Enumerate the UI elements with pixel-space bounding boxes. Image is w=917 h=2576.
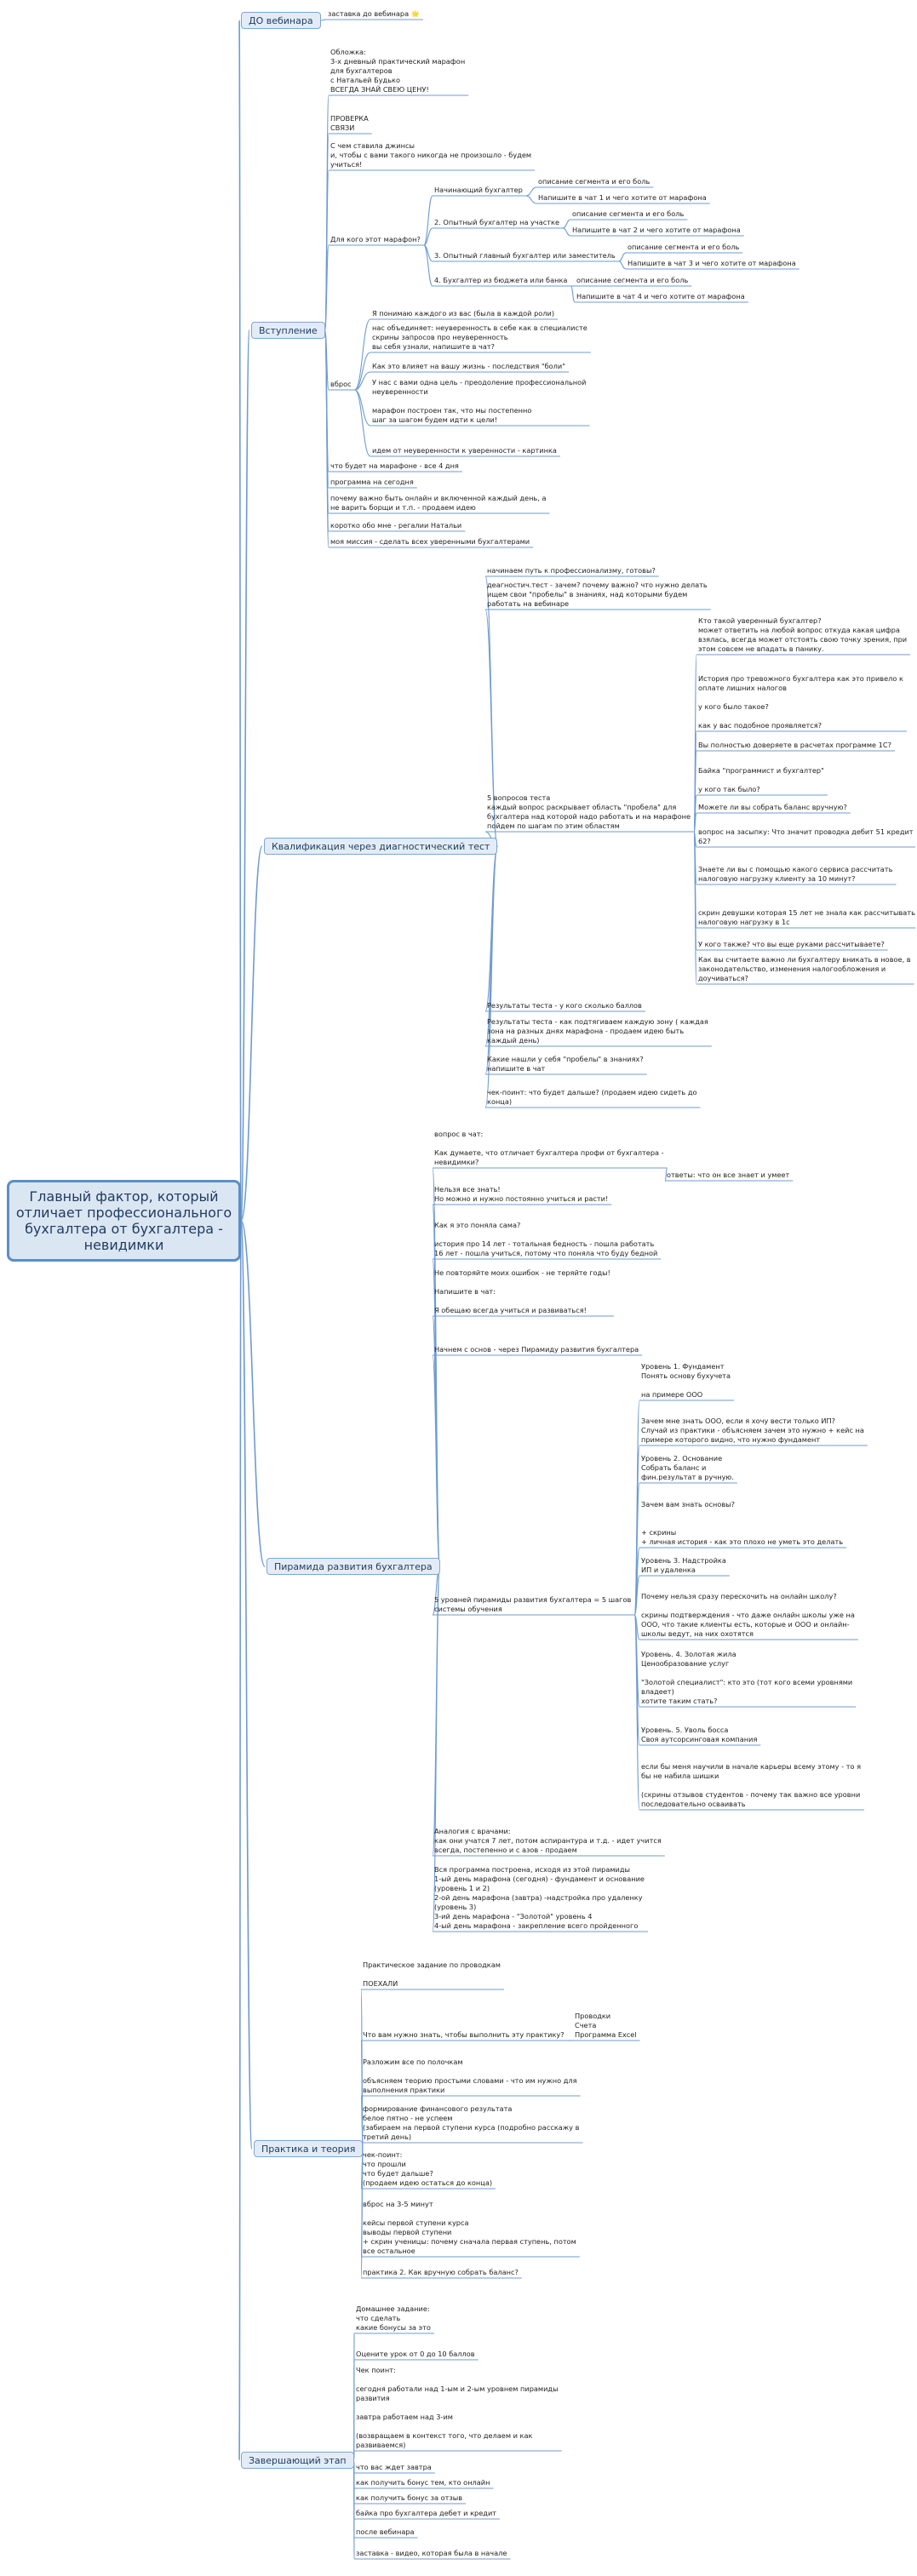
node-segment-2[interactable]: описание сегмента и его боль bbox=[572, 209, 685, 218]
node-chat-3[interactable]: Напишите в чат 3 и чего хотите от марафо… bbox=[628, 259, 796, 267]
node-skrin-devushki[interactable]: скрин девушки которая 15 лет не знала ка… bbox=[698, 908, 915, 926]
node-bonus-otzyv[interactable]: как получить бонус за отзыв bbox=[356, 2493, 463, 2502]
node-byudzhet[interactable]: 4. Бухгалтер из бюджета или банка bbox=[434, 276, 568, 284]
node-otvety[interactable]: ответы: что он все знает и умеет bbox=[667, 1171, 790, 1179]
node-prakt-zadanie[interactable]: Практическое задание по проводкам ПОЕХАЛ… bbox=[363, 1961, 501, 1988]
node-dlya-kogo[interactable]: Для кого этот марафон? bbox=[330, 235, 421, 243]
node-uroven-1[interactable]: Уровень 1. Фундамент Понять основу бухуч… bbox=[641, 1362, 731, 1399]
node-probely[interactable]: Какие нашли у себя "пробелы" в знаниях? … bbox=[487, 1055, 644, 1073]
branch-vstuplenie[interactable]: Вступление bbox=[251, 322, 325, 339]
node-onlayn[interactable]: почему важно быть онлайн и включенной ка… bbox=[330, 494, 547, 512]
node-razlozhim[interactable]: Разложим все по полочкам объясняем теори… bbox=[363, 2058, 577, 2094]
node-praktika-2[interactable]: практика 2. Как вручную собрать баланс? bbox=[363, 2268, 519, 2276]
node-rezultaty-bally[interactable]: Результаты теста - у кого сколько баллов bbox=[487, 1001, 642, 1010]
node-5-urovney[interactable]: 5 уровней пирамиды развития бухгалтера =… bbox=[434, 1595, 632, 1613]
node-5-voprosov[interactable]: 5 вопросов теста каждый вопрос раскрывае… bbox=[487, 793, 691, 830]
node-chto-nuzhno[interactable]: Что вам нужно знать, чтобы выполнить эту… bbox=[363, 2030, 565, 2039]
node-programma[interactable]: программа на сегодня bbox=[330, 478, 414, 486]
node-ne-povtoryayte[interactable]: Не повторяйте моих ошибок - не теряйте г… bbox=[434, 1268, 610, 1314]
branch-praktika[interactable]: Практика и теория bbox=[254, 2140, 364, 2157]
node-bayka-debet[interactable]: байка про бухгалтера дебет и кредит bbox=[356, 2509, 497, 2517]
node-segment-1[interactable]: описание сегмента и его боль bbox=[538, 177, 650, 186]
node-zastavka-video[interactable]: заставка - видео, которая была в начале bbox=[356, 2549, 507, 2557]
node-analogiya[interactable]: Аналогия с врачами: как они учатся 7 лет… bbox=[434, 1827, 662, 1854]
node-vbros[interactable]: вброс bbox=[330, 380, 352, 388]
node-bonus-onlayn[interactable]: как получить бонус тем, кто онлайн bbox=[356, 2478, 490, 2487]
node-kartinka[interactable]: идем от неуверенности к уверенности - ка… bbox=[372, 446, 557, 455]
node-uroven-4[interactable]: Уровень. 4. Золотая жила Ценообразование… bbox=[641, 1650, 853, 1705]
node-nelzya-znat[interactable]: Нельзя все знать! Но можно и нужно посто… bbox=[434, 1185, 609, 1203]
node-dzhinsy[interactable]: С чем ставила джинсы и, чтобы с вами так… bbox=[330, 141, 532, 169]
root-topic[interactable]: Главный фактор, который отличает професс… bbox=[7, 1180, 241, 1262]
node-posle-vebinara[interactable]: после вебинара bbox=[356, 2527, 415, 2536]
branch-do-webinara[interactable]: ДО вебинара bbox=[241, 12, 321, 29]
node-trevozhnyy[interactable]: История про тревожного бухгалтера как эт… bbox=[698, 674, 903, 730]
node-uroven-2[interactable]: Уровень 2. Основание Собрать баланс и фи… bbox=[641, 1454, 734, 1481]
node-obo-mne[interactable]: коротко обо мне - регалии Натальи bbox=[330, 521, 462, 530]
node-esli-by[interactable]: если бы меня научили в начале карьеры вс… bbox=[641, 1762, 861, 1808]
branch-piramida[interactable]: Пирамида развития бухгалтера bbox=[267, 1558, 440, 1575]
node-chat-4[interactable]: Напишите в чат 4 и чего хотите от марафо… bbox=[576, 292, 745, 301]
node-rezultaty-zony[interactable]: Результаты теста - как подтягиваем кажду… bbox=[487, 1017, 708, 1045]
node-vliyanie[interactable]: Как это влияет на вашу жизнь - последств… bbox=[372, 362, 565, 370]
node-pochemu-nelzya[interactable]: Почему нельзя сразу перескочить на онлай… bbox=[641, 1592, 855, 1638]
node-vnikat[interactable]: Как вы считаете важно ли бухгалтеру вник… bbox=[698, 955, 911, 982]
node-chat-1[interactable]: Напишите в чат 1 и чего хотите от марафо… bbox=[538, 193, 707, 202]
node-glavnyy[interactable]: 3. Опытный главный бухгалтер или замести… bbox=[434, 251, 616, 260]
node-provodka[interactable]: вопрос на засыпку: Что значит проводка д… bbox=[698, 827, 914, 845]
node-proverka[interactable]: ПРОВЕРКА СВЯЗИ bbox=[330, 114, 369, 132]
node-chek-point-1[interactable]: чек-поинт: что будет дальше? (продаем ид… bbox=[487, 1088, 697, 1106]
node-zavtra[interactable]: что вас ждет завтра bbox=[356, 2463, 432, 2471]
node-u-kogo-takzhe[interactable]: У кого также? что вы еще руками рассчиты… bbox=[698, 940, 885, 948]
node-domashnee[interactable]: Домашнее задание: что сделать какие бону… bbox=[356, 2304, 431, 2332]
node-obedinyaet[interactable]: нас объединяет: неуверенность в себе как… bbox=[372, 323, 587, 351]
node-diag-test[interactable]: деагностич.тест - зачем? почему важно? ч… bbox=[487, 581, 708, 608]
node-nachinaem[interactable]: начинаем путь к профессионализму, готовы… bbox=[487, 566, 656, 575]
node-zachem-osnovy[interactable]: Зачем вам знать основы? + скрины + лична… bbox=[641, 1500, 844, 1546]
node-nachnem-s-osnov[interactable]: Начнем с основ - через Пирамиду развития… bbox=[434, 1345, 639, 1354]
node-missiya[interactable]: моя миссия - сделать всех уверенными бух… bbox=[330, 537, 530, 546]
node-zachem-ooo[interactable]: Зачем мне знать ООО, если я хочу вести т… bbox=[641, 1417, 864, 1444]
node-uverennyy[interactable]: Кто такой уверенный бухгалтер? может отв… bbox=[698, 616, 908, 653]
node-vopros-v-chat[interactable]: вопрос в чат: Как думаете, что отличает … bbox=[434, 1130, 664, 1166]
node-uroven-5[interactable]: Уровень. 5. Уволь босса Своя аутсорсинго… bbox=[641, 1726, 758, 1743]
node-chto-budet[interactable]: что будет на марафоне - все 4 дня bbox=[330, 461, 459, 470]
node-zastavka[interactable]: заставка до вебинара 🌟 bbox=[328, 9, 420, 18]
node-oblozhka[interactable]: Обложка: 3-х дневный практический марафо… bbox=[330, 48, 466, 94]
node-finrezultat[interactable]: формирование финансового результата бело… bbox=[363, 2104, 580, 2141]
node-bayka-programmist[interactable]: Байка "программист и бухгалтер" у кого т… bbox=[698, 766, 824, 793]
node-ponimayu[interactable]: Я понимаю каждого из вас (была в каждой … bbox=[372, 309, 555, 318]
node-odna-cel[interactable]: У нас с вами одна цель - преодоление про… bbox=[372, 378, 587, 424]
node-vbros-2[interactable]: вброс на 3-5 минут кейсы первой ступени … bbox=[363, 2200, 576, 2255]
node-nachinayushchiy[interactable]: Начинающий бухгалтер bbox=[434, 186, 523, 194]
node-segment-4[interactable]: описание сегмента и его боль bbox=[576, 276, 689, 284]
branch-zavershayushchiy[interactable]: Завершающий этап bbox=[241, 2452, 354, 2469]
node-kak-ponyala[interactable]: Как я это поняла сама? история про 14 ле… bbox=[434, 1221, 658, 1257]
node-chat-2[interactable]: Напишите в чат 2 и чего хотите от марафо… bbox=[572, 226, 741, 234]
node-uroven-3[interactable]: Уровень 3. Надстройка ИП и удаленка bbox=[641, 1556, 726, 1574]
node-nalog-servis[interactable]: Знаете ли вы с помощью какого сервиса ра… bbox=[698, 865, 893, 883]
node-opytnyy[interactable]: 2. Опытный бухгалтер на участке bbox=[434, 218, 560, 226]
branch-kvalifikaciya[interactable]: Квалификация через диагностический тест bbox=[264, 838, 498, 855]
node-vsya-programma[interactable]: Вся программа построена, исходя из этой … bbox=[434, 1865, 645, 1930]
node-balans-vruchnuyu[interactable]: Можете ли вы собрать баланс вручную? bbox=[698, 803, 847, 811]
node-doveryaete-1s[interactable]: Вы полностью доверяете в расчетах програ… bbox=[698, 741, 891, 749]
node-chek-point-3[interactable]: Чек поинт: сегодня работали над 1-ым и 2… bbox=[356, 2366, 559, 2449]
node-ocenite[interactable]: Оцените урок от 0 до 10 баллов bbox=[356, 2350, 475, 2358]
node-chek-point-2[interactable]: чек-поинт: что прошли что будет дальше? … bbox=[363, 2150, 493, 2187]
node-provodki[interactable]: Проводки Счета Программа Excel bbox=[575, 2012, 637, 2039]
node-segment-3[interactable]: описание сегмента и его боль bbox=[628, 243, 740, 251]
